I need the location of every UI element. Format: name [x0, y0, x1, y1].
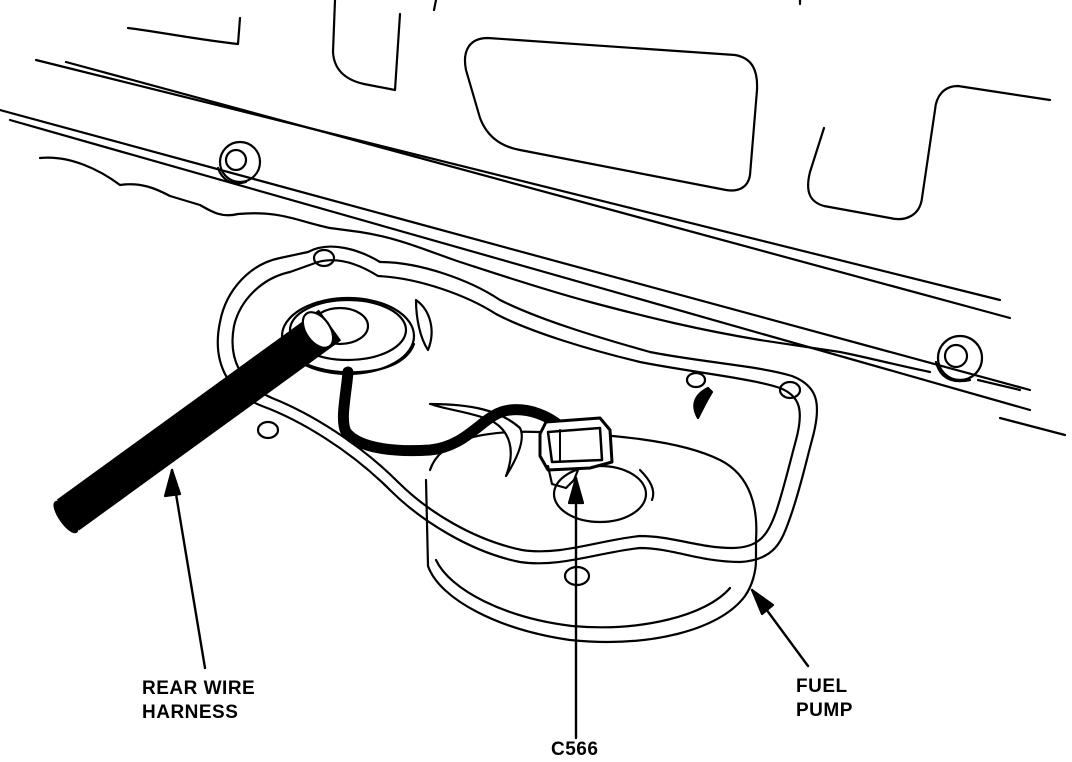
rear-wire-harness-label-line2: HARNESS	[142, 702, 239, 723]
leader-c566	[567, 476, 585, 740]
pump-lead-wire	[337, 366, 566, 457]
clips	[414, 298, 714, 478]
connector-c566-label: C566	[551, 739, 599, 760]
leader-fuel-pump	[750, 588, 810, 668]
pump-outlet	[552, 464, 655, 524]
fuel-pump-label-line2: PUMP	[796, 700, 853, 721]
access-flange	[216, 245, 819, 587]
rear-wire-harness-label-line1: REAR WIRE	[142, 678, 256, 699]
leader-rear-wire-harness	[163, 468, 207, 670]
fuel-pump-label-line1: FUEL	[796, 676, 848, 697]
connector-c566	[538, 416, 614, 490]
fuel-pump-label: FUEL PUMP	[796, 675, 853, 723]
bolt-upper	[216, 140, 262, 185]
bolt-right	[934, 334, 984, 383]
rear-wire-harness-cable	[53, 309, 342, 534]
rear-wire-harness-label: REAR WIRE HARNESS	[142, 677, 255, 725]
floor-panel	[0, 0, 1067, 437]
fuel-pump-body	[424, 430, 758, 643]
